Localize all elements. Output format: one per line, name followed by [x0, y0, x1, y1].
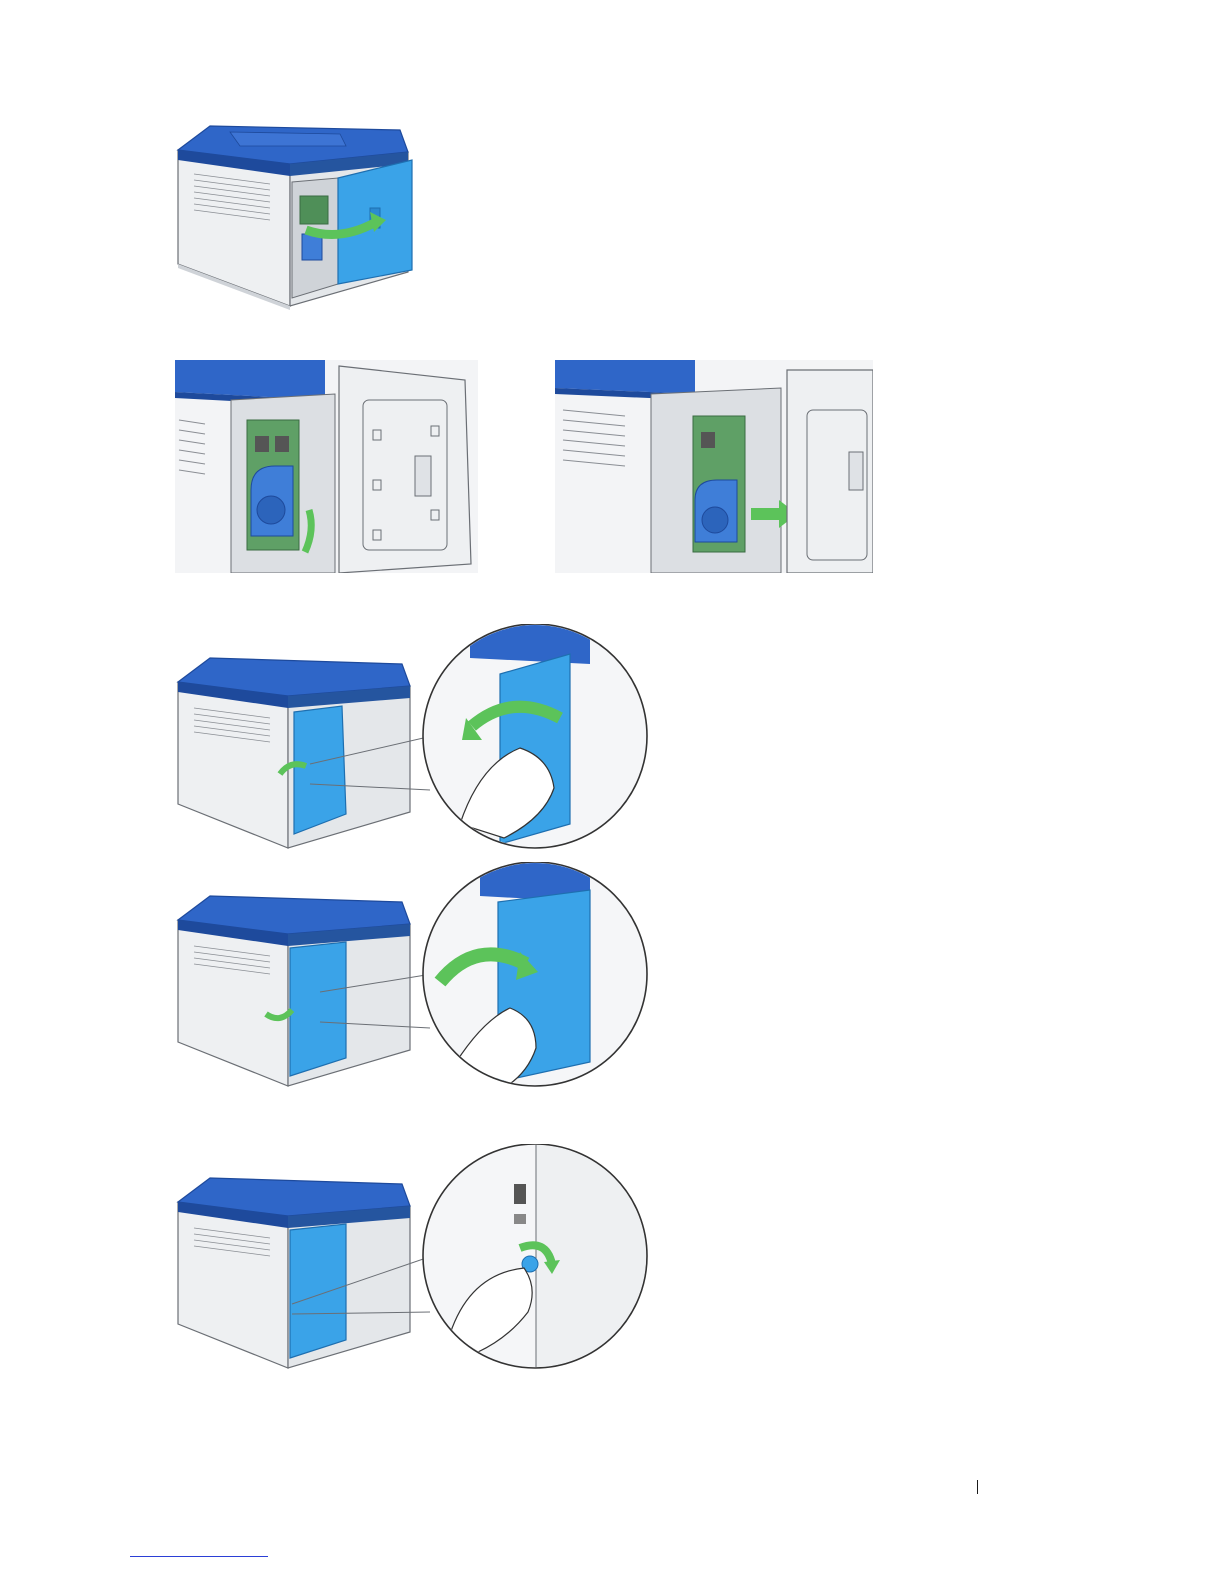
- printer-close-door-callout-illustration: [170, 624, 650, 856]
- printer-open-door-illustration: [170, 112, 420, 312]
- figure-open-side-cover: [170, 112, 420, 312]
- page-margin-rule: [977, 1480, 978, 1494]
- figure-close-cover: [170, 624, 650, 856]
- memory-slot-closeup-illustration: [175, 360, 478, 573]
- figure-remove-card: [175, 360, 478, 573]
- printer-screw-callout-illustration: [170, 1144, 650, 1376]
- figure-turn-screw: [170, 1144, 650, 1376]
- footer-link-underline: [130, 1556, 268, 1557]
- figure-insert-card: [555, 360, 873, 573]
- printer-slide-door-callout-illustration: [170, 862, 650, 1094]
- figure-slide-cover: [170, 862, 650, 1094]
- memory-slot-arrow-illustration: [555, 360, 873, 573]
